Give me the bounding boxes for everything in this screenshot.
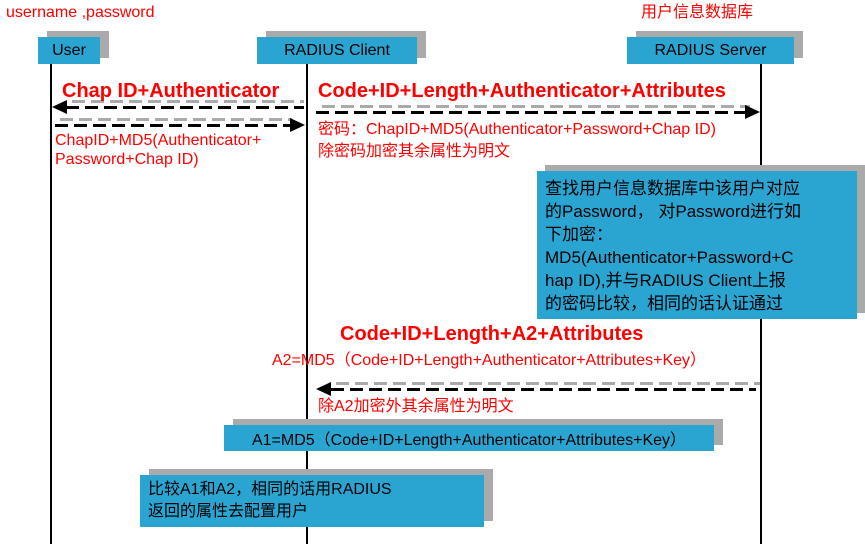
lifeline-radius-client xyxy=(306,64,308,544)
chap-response-arrow-shadow xyxy=(60,118,292,121)
access-request-arrow-line xyxy=(316,111,746,114)
request-plaintext-note: 除密码加密其余属性为明文 xyxy=(318,143,511,160)
access-request-arrow-shadow xyxy=(322,105,750,108)
chap-response-arrow-line xyxy=(55,124,291,127)
actor-radius-client: RADIUS Client xyxy=(257,37,417,64)
access-accept-arrow-shadow xyxy=(336,382,760,385)
challenge-arrowhead-left-icon xyxy=(52,100,67,114)
client-a1-note: A1=MD5（Code+ID+Length+Authenticator+Attr… xyxy=(224,425,714,451)
chap-response-arrowhead-right-icon xyxy=(290,118,305,132)
actor-user: User xyxy=(38,37,100,64)
lifeline-user xyxy=(50,64,52,544)
client-compare-note: 比较A1和A2，相同的话用RADIUS 返回的属性去配置用户 xyxy=(140,475,484,527)
access-request-title: Code+ID+Length+Authenticator+Attributes xyxy=(318,80,726,102)
password-encryption-note: 密码：ChapID+MD5(Authenticator+Password+Cha… xyxy=(318,121,716,138)
credentials-label: username ,password xyxy=(6,4,155,21)
user-database-label: 用户信息数据库 xyxy=(641,4,754,21)
chap-challenge-title: Chap ID+Authenticator xyxy=(62,80,280,102)
server-process-note: 查找用户信息数据库中该用户对应 的Password， 对Password进行如 … xyxy=(537,171,857,319)
a2-note: A2=MD5（Code+ID+Length+Authenticator+Attr… xyxy=(272,352,707,369)
chap-response-label: ChapID+MD5(Authenticator+ Password+Chap … xyxy=(55,132,262,168)
access-accept-title: Code+ID+Length+A2+Attributes xyxy=(340,323,644,345)
accept-plaintext-note: 除A2加密外其余属性为明文 xyxy=(318,398,514,415)
access-request-arrowhead-right-icon xyxy=(745,105,760,119)
challenge-arrow-shadow xyxy=(72,100,304,103)
access-accept-arrowhead-left-icon xyxy=(316,382,331,396)
actor-radius-server: RADIUS Server xyxy=(627,37,794,64)
access-accept-arrow-line xyxy=(331,388,756,391)
challenge-arrow-line xyxy=(66,106,304,109)
